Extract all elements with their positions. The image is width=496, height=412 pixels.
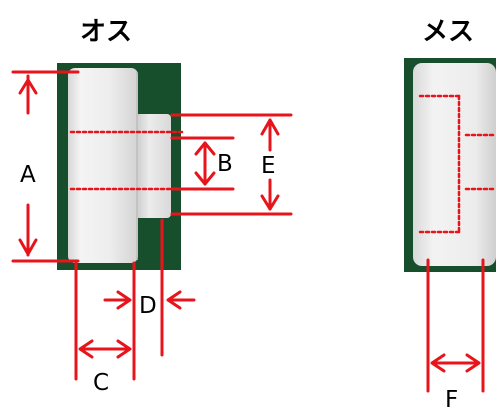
label-a: A bbox=[20, 162, 36, 188]
label-e: E bbox=[261, 153, 276, 179]
title-male: オス bbox=[80, 17, 132, 47]
label-f: F bbox=[445, 387, 458, 408]
label-d: D bbox=[139, 293, 157, 319]
dimension-f bbox=[426, 258, 485, 393]
male-body bbox=[68, 68, 138, 263]
female-bore-dotted-lines bbox=[418, 94, 496, 234]
male-part-photo bbox=[57, 63, 181, 270]
title-female: メス bbox=[422, 17, 474, 47]
dimension-d bbox=[103, 218, 196, 357]
dimension-c bbox=[74, 261, 136, 381]
label-b: B bbox=[217, 151, 233, 177]
dimension-a bbox=[11, 70, 80, 263]
female-part-photo bbox=[404, 58, 496, 272]
male-bore-dotted-lines bbox=[69, 130, 186, 191]
label-c: C bbox=[93, 370, 109, 396]
dimension-e bbox=[170, 113, 293, 216]
male-boss bbox=[135, 114, 171, 218]
dimension-lines bbox=[11, 70, 496, 393]
female-body bbox=[413, 63, 496, 266]
dimension-b bbox=[170, 136, 235, 191]
